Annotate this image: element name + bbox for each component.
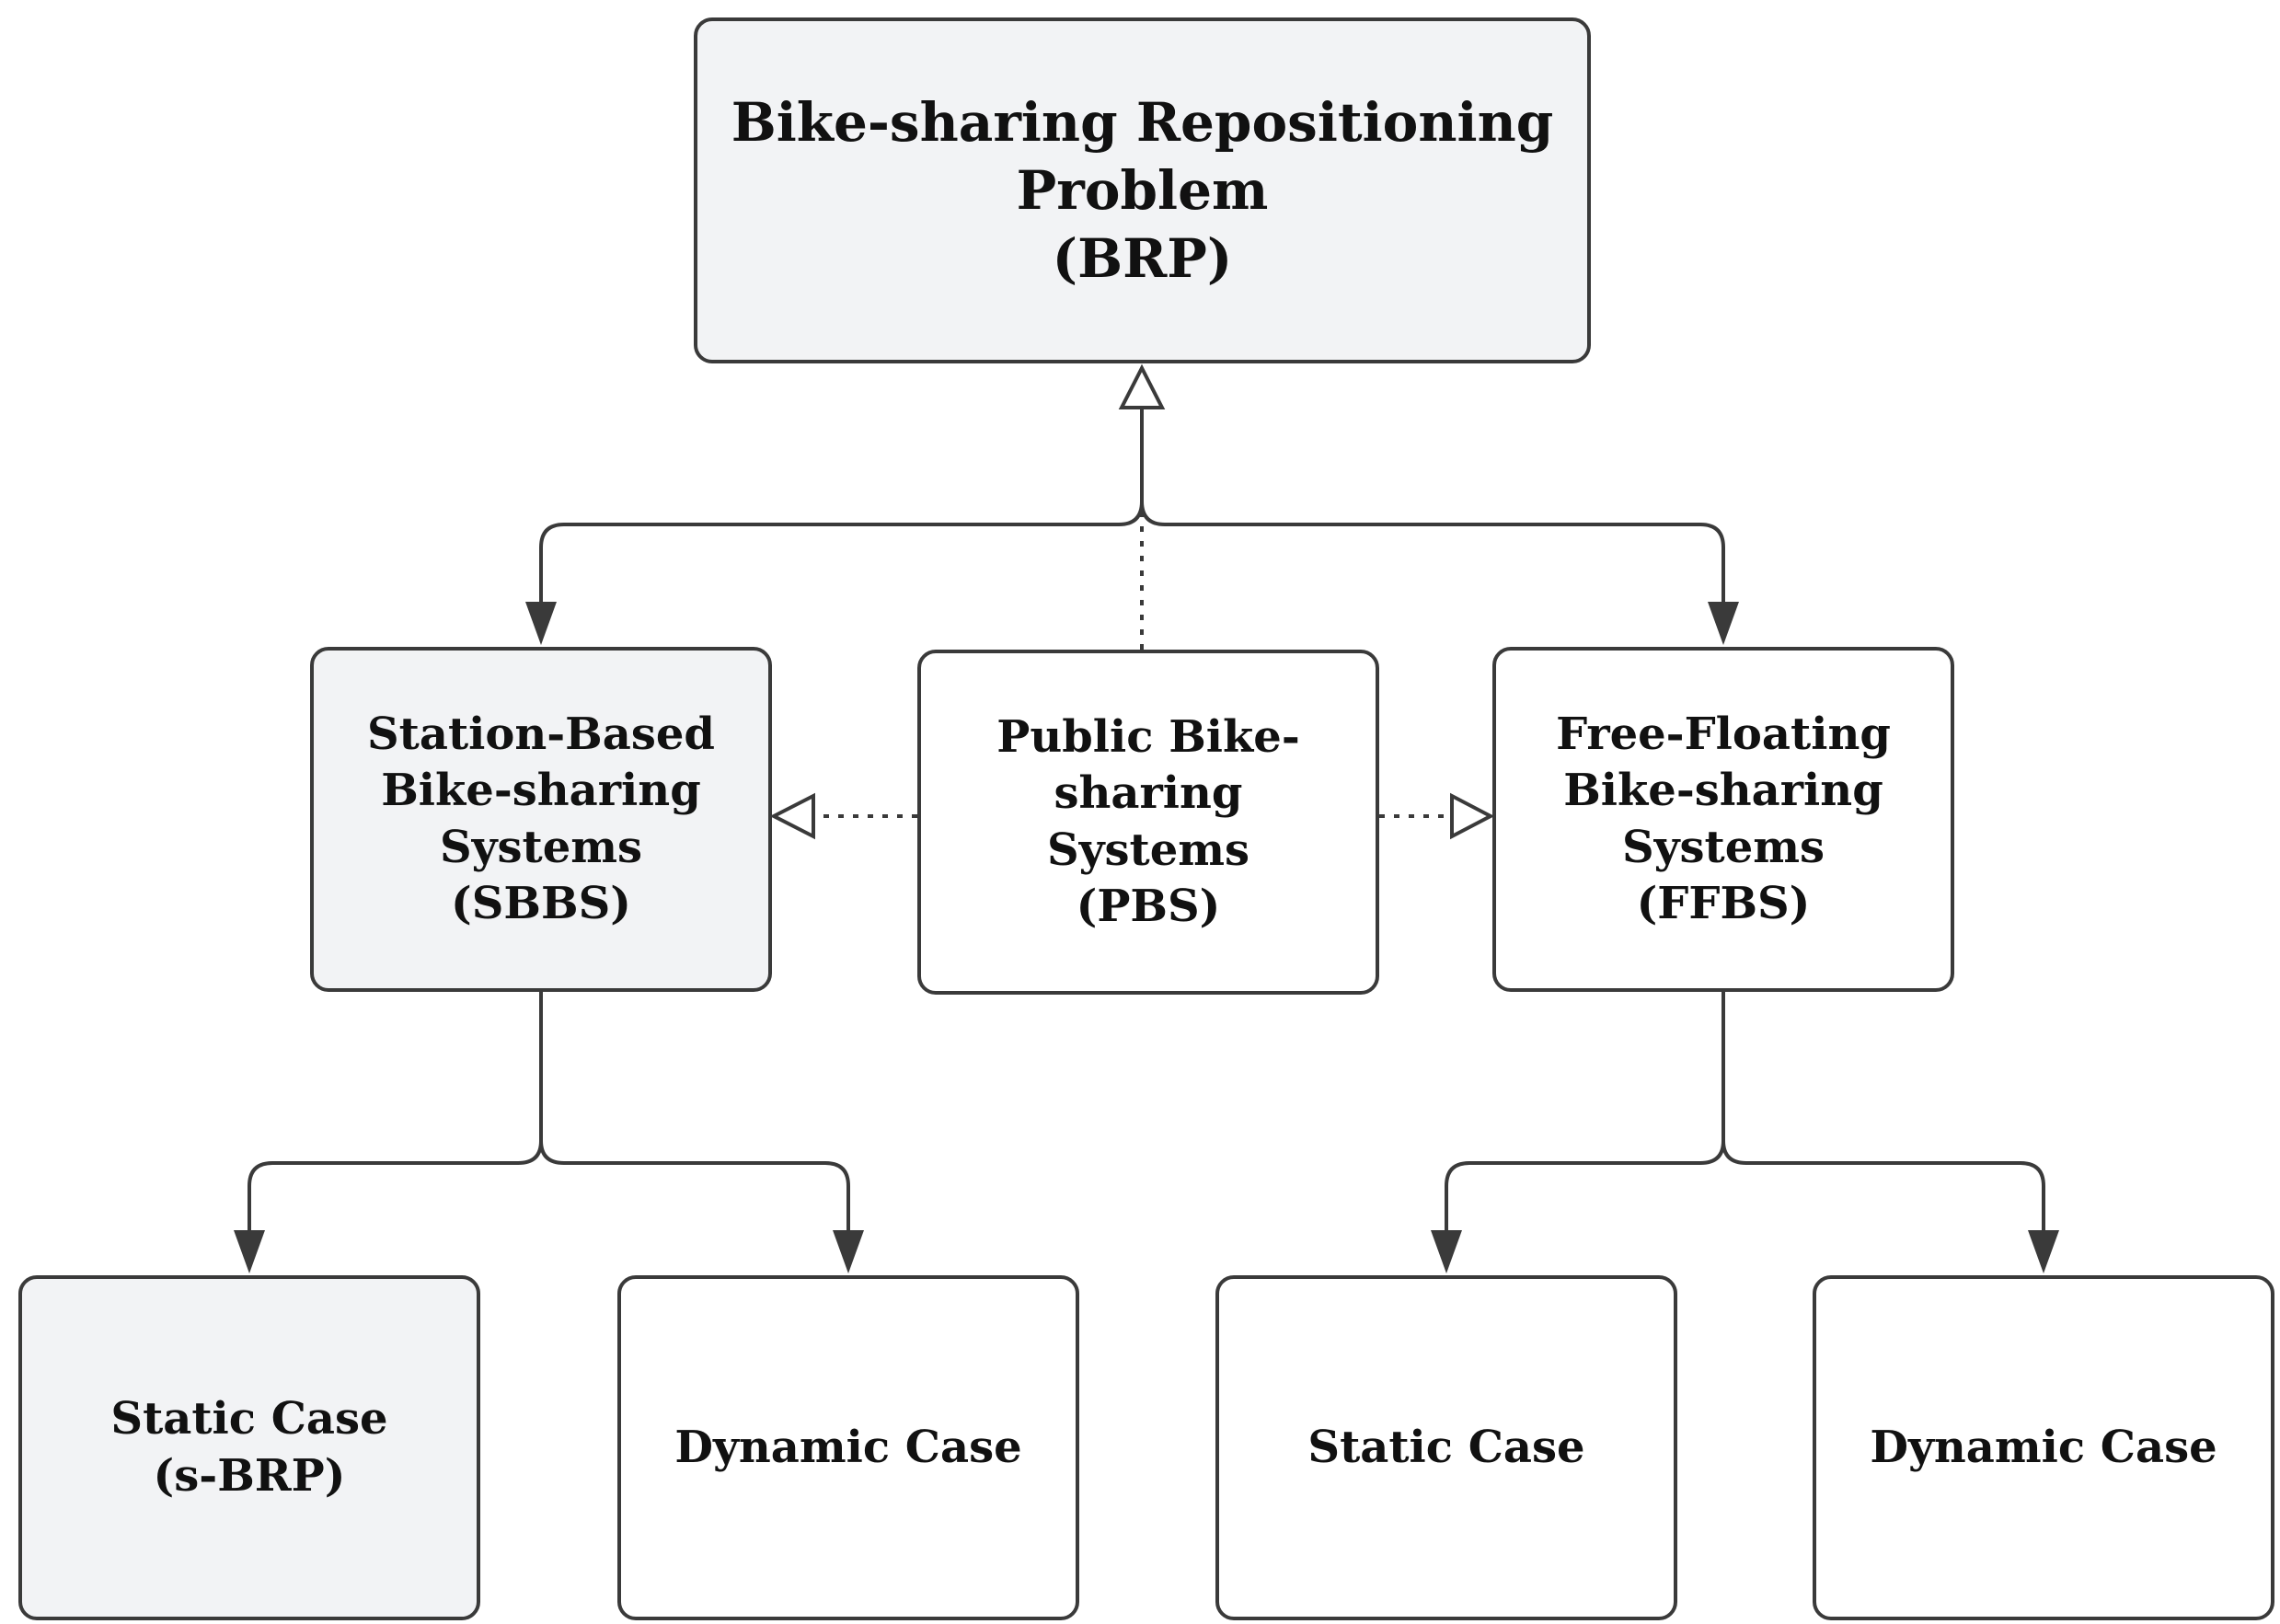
node-brp-line-2: Problem: [1016, 158, 1269, 222]
node-pbs-line-3: (PBS): [1076, 880, 1221, 932]
node-ffbs: Free-Floating Bike-sharing Systems (FFBS…: [1492, 647, 1954, 992]
hollow-arrowhead-ffbs: [1450, 792, 1495, 840]
node-pbs: Public Bike-sharing Systems (PBS): [917, 650, 1379, 995]
node-sbbs-dynamic-text: Dynamic Case: [674, 1420, 1021, 1476]
node-sbbs-line-4: (SBBS): [451, 877, 631, 929]
node-sbbs-text: Station-Based Bike-sharing Systems (SBBS…: [367, 707, 715, 933]
node-ffbs-text: Free-Floating Bike-sharing Systems (FFBS…: [1556, 707, 1891, 933]
arrowhead-sbbs-dynamic: [833, 1230, 864, 1273]
connector-junction-to-sbbs: [539, 501, 1144, 603]
node-sbbs-dynamic-line-1: Dynamic Case: [674, 1421, 1022, 1473]
node-ffbs-static-text: Static Case: [1307, 1420, 1584, 1476]
node-sbbs-line-2: Bike-sharing: [381, 765, 701, 817]
node-ffbs-static-case: Static Case: [1215, 1275, 1677, 1620]
arrowhead-ffbs-static: [1431, 1230, 1462, 1273]
node-ffbs-line-3: Systems: [1621, 821, 1825, 873]
node-sbbs-line-3: Systems: [439, 821, 643, 873]
node-brp-text: Bike-sharing Repositioning Problem (BRP): [731, 88, 1554, 294]
connector-ffbs-to-static: [1445, 992, 1725, 1231]
node-sbbs-static-text: Static Case (s-BRP): [110, 1391, 387, 1504]
arrowhead-sbbs-static: [234, 1230, 265, 1273]
node-pbs-line-2: Systems: [1046, 824, 1250, 876]
node-brp: Bike-sharing Repositioning Problem (BRP): [694, 17, 1591, 363]
connector-sbbs-to-dynamic: [539, 1140, 850, 1231]
arrowhead-sbbs: [525, 602, 557, 645]
node-sbbs-static-case: Static Case (s-BRP): [18, 1275, 480, 1620]
connector-junction-to-ffbs: [1140, 501, 1725, 603]
arrowhead-ffbs: [1708, 602, 1739, 645]
node-sbbs-static-line-1: Static Case: [110, 1393, 388, 1445]
node-ffbs-line-4: (FFBS): [1636, 877, 1811, 929]
node-sbbs-static-line-2: (s-BRP): [153, 1449, 346, 1502]
connector-sbbs-to-static: [248, 992, 543, 1231]
node-ffbs-line-2: Bike-sharing: [1563, 765, 1883, 817]
hollow-arrowhead-brp: [1118, 363, 1166, 409]
node-ffbs-dynamic-line-1: Dynamic Case: [1870, 1421, 2217, 1473]
node-brp-line-1: Bike-sharing Repositioning: [731, 90, 1554, 154]
arrowhead-ffbs-dynamic: [2028, 1230, 2059, 1273]
connector-ffbs-to-dynamic: [1722, 1140, 2045, 1231]
node-ffbs-dynamic-text: Dynamic Case: [1870, 1420, 2217, 1476]
node-ffbs-line-1: Free-Floating: [1556, 708, 1891, 760]
node-pbs-line-1: Public Bike-sharing: [996, 710, 1300, 820]
node-sbbs: Station-Based Bike-sharing Systems (SBBS…: [310, 647, 772, 992]
node-ffbs-dynamic-case: Dynamic Case: [1813, 1275, 2274, 1620]
node-brp-line-3: (BRP): [1052, 227, 1233, 291]
node-ffbs-static-line-1: Static Case: [1307, 1421, 1585, 1473]
node-sbbs-line-1: Station-Based: [367, 708, 715, 760]
node-pbs-text: Public Bike-sharing Systems (PBS): [921, 709, 1376, 936]
hollow-arrowhead-sbbs: [769, 792, 815, 840]
node-sbbs-dynamic-case: Dynamic Case: [617, 1275, 1079, 1620]
